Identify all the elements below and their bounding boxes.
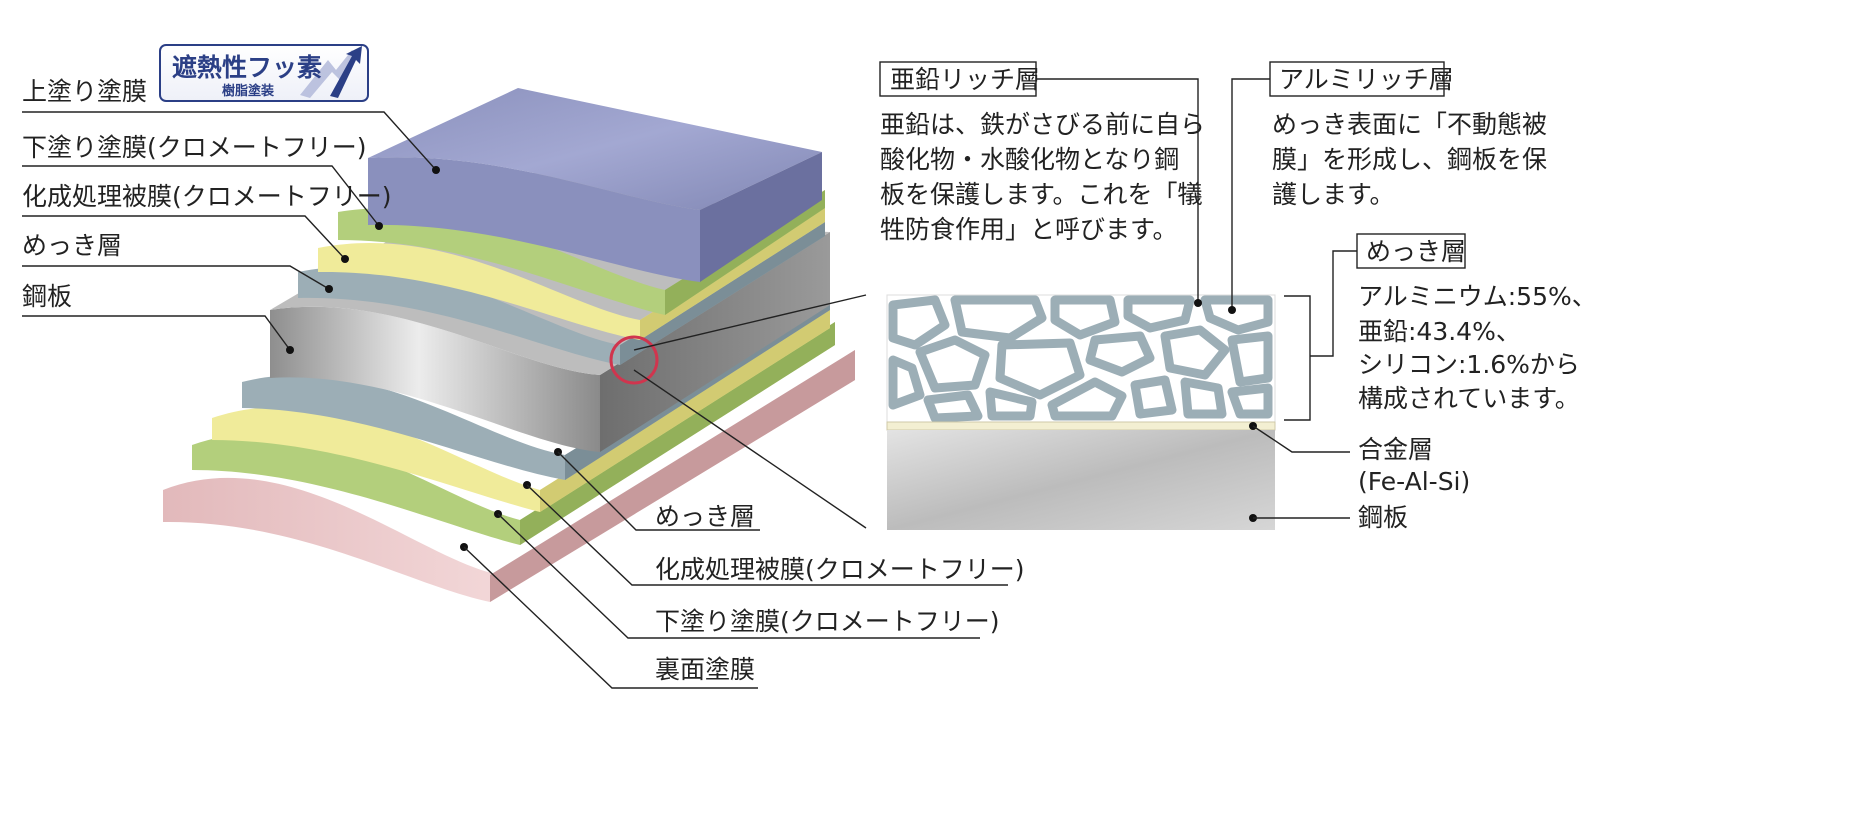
arrow-head-icon: [330, 46, 362, 98]
dot-top-coat: [432, 166, 440, 174]
lower-chemical-film-layer: [212, 308, 830, 512]
label-under-coat: 下塗り塗膜(クロメートフリー): [22, 133, 367, 162]
label-bottom-back-coat: 裏面塗膜: [655, 655, 755, 684]
product-badge: 遮熱性フッ素 樹脂塗装: [159, 44, 369, 102]
zinc-callout: 亜鉛リッチ層 亜鉛は、鉄がさびる前に自ら 酸化物・水酸化物となり鋼 板を保護しま…: [879, 61, 1205, 307]
leader-top-coat: [22, 111, 437, 171]
steel-section: [887, 430, 1275, 530]
upper-plating-side: [620, 220, 825, 365]
label-chemical-film: 化成処理被膜(クロメートフリー): [22, 182, 392, 211]
label-bottom-chemical-film: 化成処理被膜(クロメートフリー): [655, 555, 1025, 584]
label-steel-right: 鋼板: [1358, 503, 1408, 532]
zinc-title-box: [879, 61, 1037, 97]
lower-under-coat-layer: [192, 322, 835, 545]
zinc-line-2: 酸化物・水酸化物となり鋼: [880, 145, 1179, 174]
steel-callout: 鋼板: [1249, 503, 1408, 532]
alloy-line-1: 合金層: [1358, 435, 1433, 464]
zinc-line-1: 亜鉛は、鉄がさびる前に自ら: [880, 110, 1205, 139]
leader-bottom-chemical-film: [526, 484, 1008, 586]
plating-line-4: 構成されています。: [1358, 384, 1580, 413]
label-top-coat: 上塗り塗膜: [22, 77, 147, 106]
plating-callout: めっき層 アルミニウム:55%、 亜鉛:43.4%、 シリコン:1.6%から 構…: [1284, 233, 1597, 421]
alumi-line-3: 護します。: [1272, 180, 1395, 209]
dot-steel: [286, 346, 294, 354]
label-plating: めっき層: [22, 231, 122, 260]
lower-plating-layer: [242, 292, 830, 480]
alumi-title: アルミリッチ層: [1279, 65, 1454, 94]
label-steel: 鋼板: [22, 282, 72, 311]
steel-right-side: [600, 232, 830, 452]
bottom-labels: めっき層 化成処理被膜(クロメートフリー) 下塗り塗膜(クロメートフリー) 裏面…: [460, 448, 1025, 689]
leader-steel: [22, 315, 291, 351]
arrow-mark-icon: [300, 50, 356, 98]
leader-under-coat: [22, 165, 380, 227]
layer-stack: [163, 88, 867, 602]
left-labels: 上塗り塗膜 下塗り塗膜(クロメートフリー) 化成処理被膜(クロメートフリー) め…: [22, 77, 440, 354]
alloy-line-2: (Fe-Al-Si): [1358, 467, 1470, 496]
alloy-callout: 合金層 (Fe-Al-Si): [1249, 422, 1470, 496]
alloy-layer: [886, 421, 1276, 431]
top-coat-top-surface: [368, 88, 822, 210]
leader-bottom-plating: [557, 451, 760, 531]
leader-alloy: [1252, 425, 1350, 453]
top-coat-front: [368, 157, 700, 282]
leader-plating: [22, 265, 330, 290]
plating-line-2: 亜鉛:43.4%、: [1358, 317, 1521, 346]
zinc-line-4: 牲防食作用」と呼びます。: [880, 215, 1178, 244]
lower-under-coat-side: [520, 322, 835, 545]
badge-subtitle: 樹脂塗装: [222, 83, 274, 99]
back-coat-side: [490, 350, 855, 602]
dot-under-coat: [375, 222, 383, 230]
plating-line-3: シリコン:1.6%から: [1358, 350, 1580, 379]
leader-chemical-film: [22, 215, 346, 260]
alumi-line-2: 膜」を形成し、鋼板を保: [1272, 145, 1547, 174]
zinc-title: 亜鉛リッチ層: [890, 65, 1040, 94]
leader-plating-detail: [1310, 250, 1357, 357]
zinc-line-3: 板を保護します。これを「犠: [880, 180, 1203, 209]
leader-zinc: [1036, 78, 1199, 303]
dot-zinc: [1194, 299, 1202, 307]
leader-alumi: [1231, 78, 1270, 310]
highlight-circle: [609, 335, 659, 385]
zoom-line-top: [633, 294, 867, 351]
dot-alumi: [1228, 306, 1236, 314]
back-coat-layer: [163, 350, 855, 602]
zinc-rich-network: [888, 295, 1273, 423]
plating-title: めっき層: [1366, 237, 1466, 266]
zoom-line-bottom: [633, 369, 867, 529]
label-bottom-under-coat: 下塗り塗膜(クロメートフリー): [655, 607, 1000, 636]
steel-front: [270, 306, 600, 452]
dot-chemical-film: [341, 255, 349, 263]
leader-bottom-back-coat: [463, 546, 758, 689]
cross-section: [886, 294, 1276, 530]
top-coat-right-side: [700, 152, 822, 282]
label-bottom-plating: めっき層: [655, 502, 755, 531]
alumi-callout: アルミリッチ層 めっき表面に「不動態被 膜」を形成し、鋼板を保 護します。: [1228, 61, 1547, 314]
badge-title: 遮熱性フッ素: [172, 53, 322, 82]
lower-chemical-film-side: [540, 308, 830, 512]
plating-line-1: アルミニウム:55%、: [1358, 282, 1597, 311]
alumi-line-1: めっき表面に「不動態被: [1272, 110, 1547, 139]
leader-bottom-under-coat: [497, 513, 980, 639]
bracket-plating: [1284, 295, 1311, 421]
plating-title-box: [1356, 233, 1466, 269]
dot-plating: [325, 285, 333, 293]
